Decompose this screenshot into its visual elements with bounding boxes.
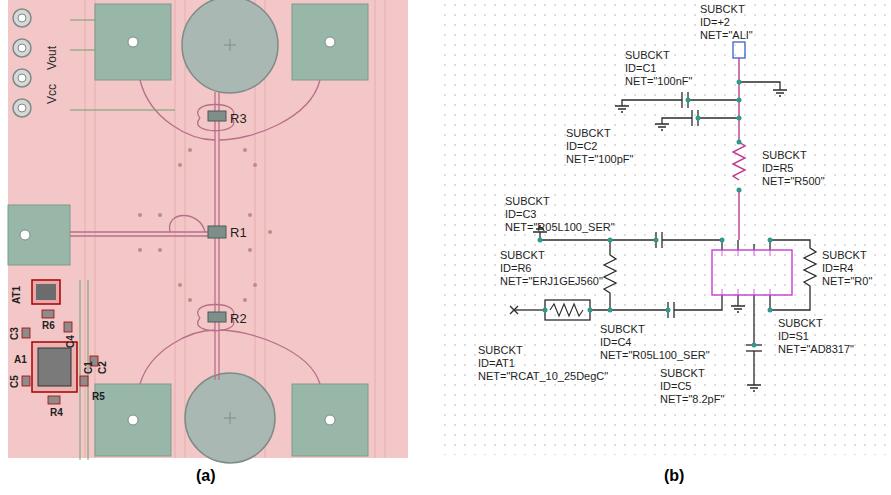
part-label: R5 (92, 392, 105, 402)
part-label: C3 (10, 327, 20, 340)
part-label: A1 (14, 355, 27, 365)
subckt-label: ID=R6 (500, 263, 532, 274)
subckt-label: SUBCKT (478, 345, 523, 356)
subckt-label: SUBCKT (500, 250, 545, 261)
subckt-label: ID=C5 (660, 381, 692, 392)
part-label: C4 (66, 335, 76, 348)
panel-label: (a) (196, 468, 216, 484)
subckt-label: SUBCKT (566, 128, 611, 139)
subckt-label: ID=R5 (762, 163, 794, 174)
part-label: AT1 (12, 286, 22, 304)
part-label: R2 (230, 312, 247, 325)
part-label: R4 (50, 408, 63, 418)
subckt-label: SUBCKT (600, 324, 645, 335)
subckt-label: SUBCKT (778, 318, 823, 329)
subckt-label: NET="R0" (822, 276, 872, 287)
part-label: R3 (230, 112, 247, 125)
subckt-label: SUBCKT (762, 150, 807, 161)
subckt-label: ID=S1 (778, 331, 809, 342)
pin-label: Vout (46, 46, 58, 70)
subckt-label: ID=R4 (822, 263, 854, 274)
subckt-label: NET="100pF" (566, 154, 633, 165)
part-label: R1 (230, 226, 247, 239)
subckt-label: NET="100nF" (625, 76, 692, 87)
subckt-label: ID=C1 (625, 63, 657, 74)
subckt-label: NET="ALI" (700, 30, 753, 41)
part-label: C1 (84, 361, 94, 374)
subckt-label: ID=AT1 (478, 358, 515, 369)
subckt-label: ID=+2 (700, 17, 730, 28)
subckt-label: NET="8.2pF" (660, 394, 724, 405)
subckt-label: NET="RCAT_10_25DegC" (478, 371, 608, 382)
subckt-label: ID=C4 (600, 337, 632, 348)
subckt-label: SUBCKT (625, 50, 670, 61)
subckt-label: ID=C2 (566, 141, 598, 152)
schematic (440, 0, 888, 455)
subckt-label: NET="AD8317" (778, 344, 854, 355)
panel-label: (b) (664, 468, 684, 484)
subckt-label: ID=C3 (505, 209, 537, 220)
subckt-label: SUBCKT (505, 196, 550, 207)
subckt-label: SUBCKT (660, 368, 705, 379)
part-label: C2 (98, 361, 108, 374)
subckt-label: NET="R05L100_SER" (505, 222, 615, 233)
pin-label: Vcc (46, 84, 58, 104)
part-label: C5 (10, 375, 20, 388)
subckt-label: NET="R05L100_SER" (600, 350, 710, 361)
part-label: R6 (42, 321, 55, 331)
subckt-label: NET="ERJ1GEJ560" (500, 276, 603, 287)
subckt-label: SUBCKT (822, 250, 867, 261)
subckt-label: NET="R500" (762, 176, 825, 187)
pcb-layout (8, 0, 408, 463)
subckt-label: SUBCKT (700, 4, 745, 15)
